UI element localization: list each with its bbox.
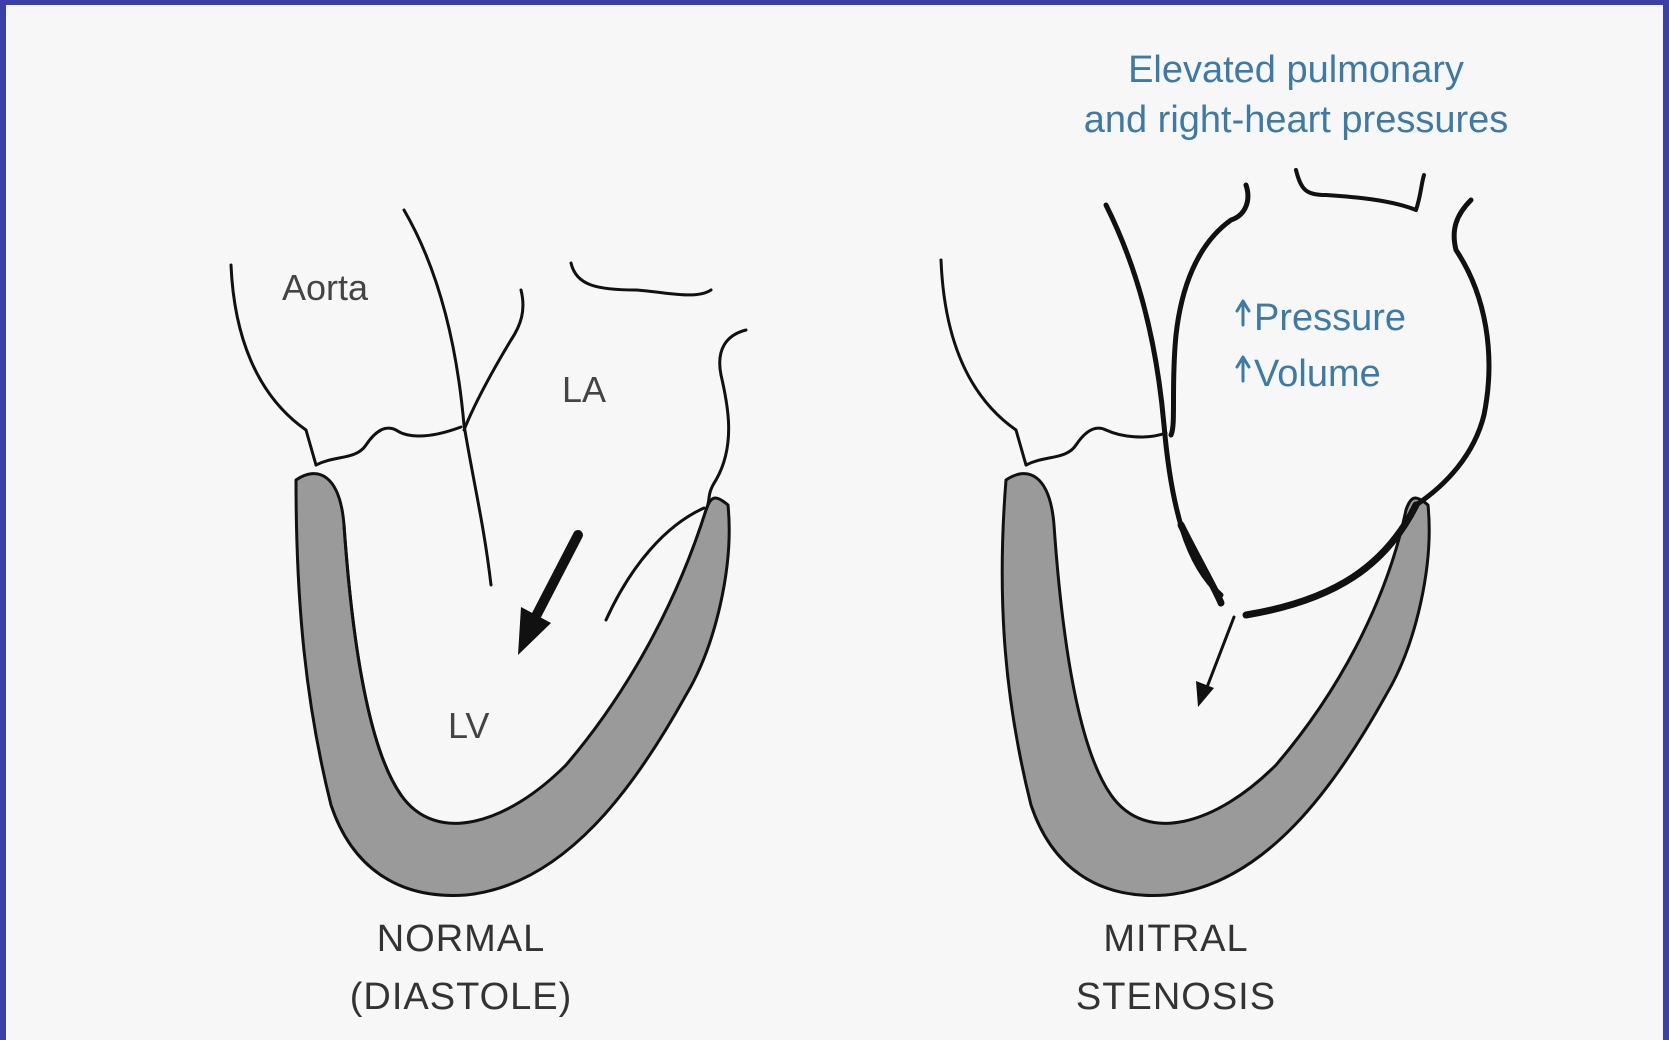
stenosis-caption-line2: STENOSIS [1026,968,1326,1026]
stenosis-caption-line1: MITRAL [1026,910,1326,968]
normal-flow-arrowhead [518,607,551,655]
stenosis-lv-wall [1002,474,1429,896]
heart-diagrams [6,5,1663,1040]
normal-la-right-wall [706,330,746,510]
stenosis-aorta-right-wall [1106,205,1221,595]
normal-flow-arrow [534,535,578,620]
stenosis-aorta-left-wall [941,260,1026,465]
normal-la-top [571,263,711,295]
label-lv: LV [448,705,489,747]
pressure-up-arrow-icon [1237,301,1249,325]
stenosis-caption: MITRAL STENOSIS [1026,910,1326,1026]
stenosis-aortic-root [1026,428,1166,465]
normal-caption-line1: NORMAL [296,910,626,968]
stenosis-flow-arrowhead [1196,681,1214,707]
stenosis-title: Elevated pulmonary and right-heart press… [1036,45,1556,145]
pressure-indicator: Pressure [1254,297,1406,340]
volume-indicator: Volume [1254,353,1381,396]
normal-heart [231,210,746,895]
label-aorta: Aorta [282,267,368,309]
normal-caption-line2: (DIASTOLE) [296,968,626,1026]
stenosis-heart [941,170,1489,895]
stenosis-la-top [1296,170,1424,210]
stenosis-title-line2: and right-heart pressures [1036,95,1556,145]
label-la: LA [562,369,606,411]
volume-up-arrow-icon [1237,357,1249,381]
normal-pulmonary-branch [464,290,523,430]
stenosis-la-right-wall [1416,200,1489,505]
stenosis-title-line1: Elevated pulmonary [1036,45,1556,95]
normal-aortic-root [316,427,461,465]
stenosis-flow-arrow [1204,617,1234,695]
normal-caption: NORMAL (DIASTOLE) [296,910,626,1026]
diagram-canvas: Aorta LA LV NORMAL (DIASTOLE) Elevated p… [6,5,1663,1040]
stenosis-mitral-leaflet-left [1181,525,1221,603]
